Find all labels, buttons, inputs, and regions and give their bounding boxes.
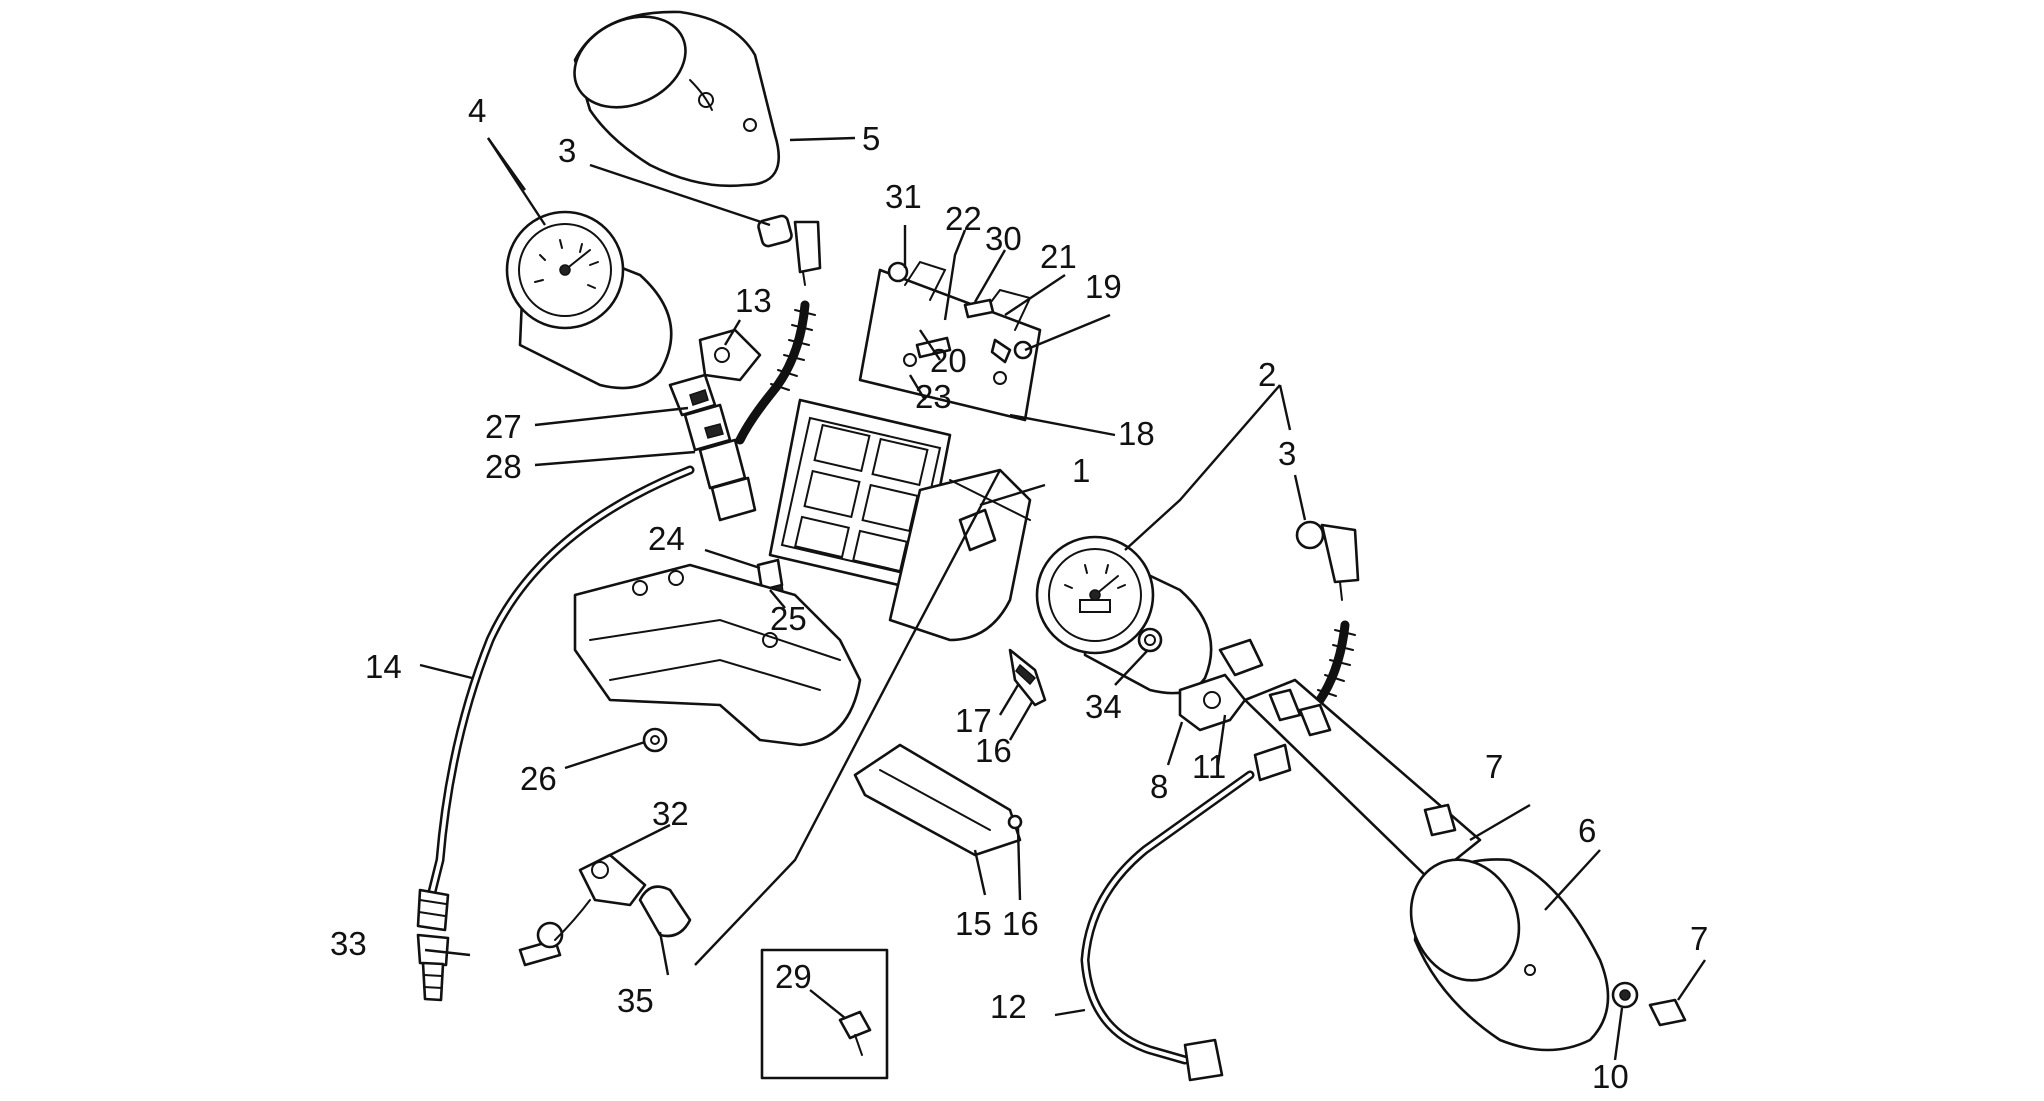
leader-lines	[419, 136, 1706, 1061]
callout-25: 24	[648, 520, 685, 557]
callout-36: 35	[617, 982, 654, 1019]
callout-21: 20	[930, 342, 967, 379]
bolt-and-washer	[1611, 981, 1687, 1027]
callout-19: 18	[1118, 415, 1155, 452]
wiring-cable	[1080, 743, 1292, 1082]
left-bulb-connector	[757, 214, 822, 286]
callout-27: 26	[520, 760, 557, 797]
callout-2: 2	[1258, 356, 1276, 393]
callout-1: 1	[1072, 452, 1090, 489]
callout-30: 29	[775, 958, 812, 995]
right-bulb-connector	[1295, 520, 1360, 601]
left-gauge	[505, 210, 673, 390]
callout-12: 12	[990, 988, 1027, 1025]
nut	[642, 727, 668, 753]
callout-35: 34	[1085, 688, 1122, 725]
callout-29: 28	[485, 448, 522, 485]
key-inset-box	[760, 948, 889, 1080]
callout-31: 30	[985, 220, 1022, 257]
callout-11: 11	[1192, 748, 1226, 785]
callout-3-left: 3	[558, 132, 576, 169]
callout-13: 13	[735, 282, 772, 319]
callout-24: 23	[915, 378, 952, 415]
callout-33: 32	[652, 795, 689, 832]
small-pin	[1008, 648, 1047, 707]
callout-6: 6	[1578, 812, 1596, 849]
right-bracket	[1178, 638, 1264, 732]
callout-16: 16	[1002, 905, 1039, 942]
long-drive-cable	[416, 465, 695, 932]
callout-7: 7	[1690, 920, 1708, 957]
callout-32: 31	[885, 178, 922, 215]
switch-stack	[668, 373, 757, 522]
callout-17: 16	[975, 732, 1012, 769]
callout-26: 25	[770, 600, 807, 637]
callout-15: 15	[955, 905, 992, 942]
callout-4: 4	[468, 92, 486, 129]
ignition-switch	[518, 853, 692, 967]
callout-10: 10	[1592, 1058, 1629, 1095]
right-gauge	[1035, 535, 1213, 695]
callout-28: 27	[485, 408, 522, 445]
left-pleated-hose	[735, 300, 816, 445]
callout-3-right: 3	[1278, 435, 1296, 472]
callout-20: 19	[1085, 268, 1122, 305]
callout-22: 21	[1040, 238, 1077, 275]
right-cup	[1409, 858, 1610, 1052]
callout-18: 17	[955, 702, 992, 739]
lower-trim-panel	[853, 743, 1023, 857]
upper-housing-cup	[573, 10, 780, 188]
small-bulb	[1137, 627, 1163, 653]
right-tube-housing	[1243, 678, 1482, 882]
cable-end-fitting	[416, 933, 450, 1002]
callout-5: 5	[862, 120, 880, 157]
centre-housing	[888, 468, 1032, 642]
callout-23: 22	[945, 200, 982, 237]
rear-mounting-bracket	[858, 260, 1042, 422]
callout-9: 8	[1150, 768, 1168, 805]
callout-8: 7	[1485, 748, 1503, 785]
callout-14: 14	[365, 648, 402, 685]
left-bracket	[698, 328, 762, 382]
callout-34: 33	[330, 925, 367, 962]
callout-labels: 4 3 5 31 22 30 21 19 13 20 23 18 27 28 1…	[330, 92, 1708, 1095]
lower-cover	[573, 563, 862, 747]
